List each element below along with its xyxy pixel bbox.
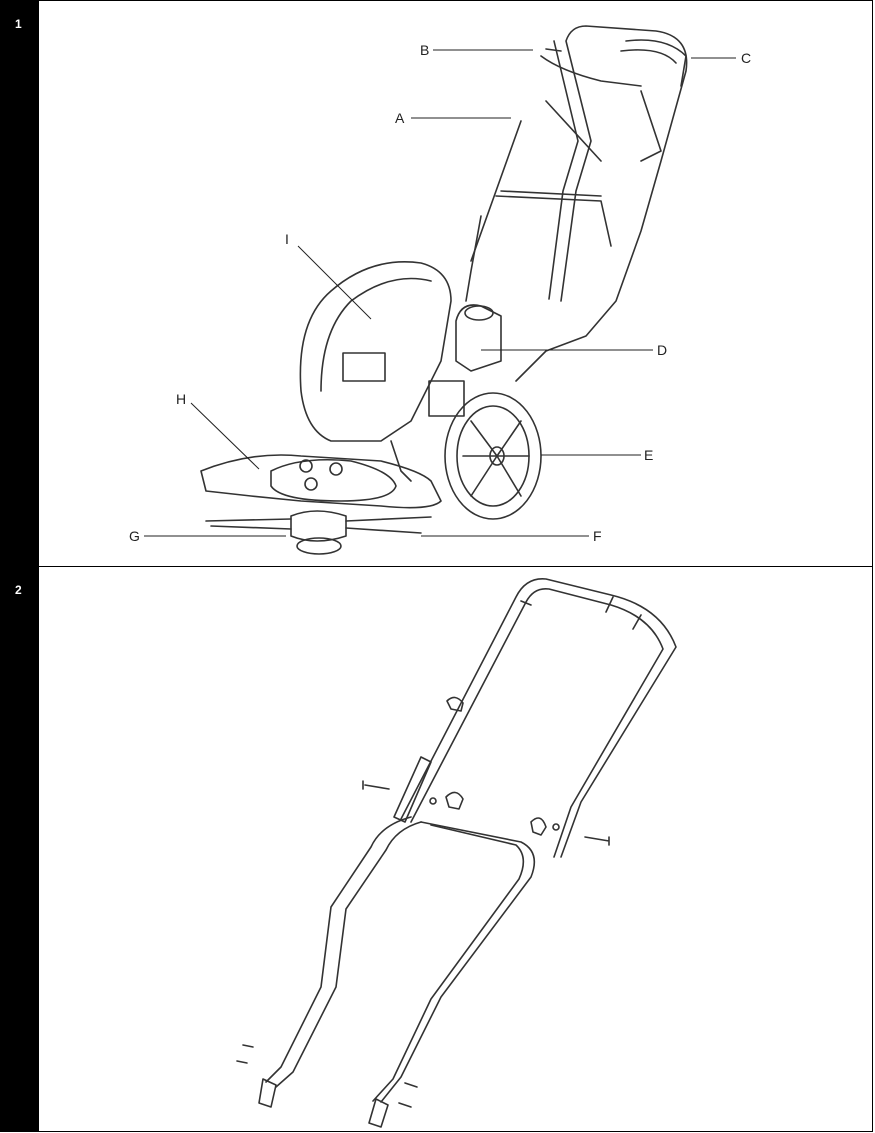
trimmer-head	[290, 510, 347, 542]
callout-label-c: C	[741, 50, 751, 66]
callout-label-b: B	[420, 42, 429, 58]
bolt-lower-right	[398, 1082, 418, 1108]
lower-handle-right	[380, 821, 536, 1103]
panel-2-number: 2	[15, 583, 22, 597]
callout-label-f: F	[593, 528, 602, 544]
callout-label-g: G	[129, 528, 140, 544]
wheel-outer	[444, 392, 542, 520]
lower-handle-left	[265, 816, 412, 1083]
figure-panel-1: 1	[0, 0, 873, 567]
panel-1-number: 1	[15, 17, 22, 31]
handle-assembly-illustration	[236, 578, 677, 1128]
bolt-lower-left	[236, 1044, 254, 1064]
handle-crossbar	[495, 195, 612, 247]
deck	[200, 454, 442, 509]
panel-1-sidebar: 1	[1, 1, 39, 566]
figure-panel-2: 2	[0, 566, 873, 1132]
callout-label-h: H	[176, 391, 186, 407]
knob-right	[530, 817, 547, 836]
bolt-right	[584, 836, 610, 846]
callout-label-a: A	[395, 110, 405, 126]
upper-handle-inner	[410, 587, 664, 858]
knob-left	[445, 791, 464, 810]
callout-label-i: I	[285, 231, 289, 247]
engine-shroud	[299, 261, 452, 442]
handle-outer	[515, 25, 688, 382]
callout-label-e: E	[644, 447, 653, 463]
bolt-left	[362, 780, 390, 790]
engine-body	[455, 304, 502, 372]
upper-handle-outer	[400, 578, 677, 858]
knob-top	[446, 696, 464, 712]
string-trimmer-illustration: B A C I D E H G F	[129, 25, 751, 555]
panel-2-sidebar: 2	[1, 567, 39, 1131]
callout-label-d: D	[657, 342, 667, 358]
